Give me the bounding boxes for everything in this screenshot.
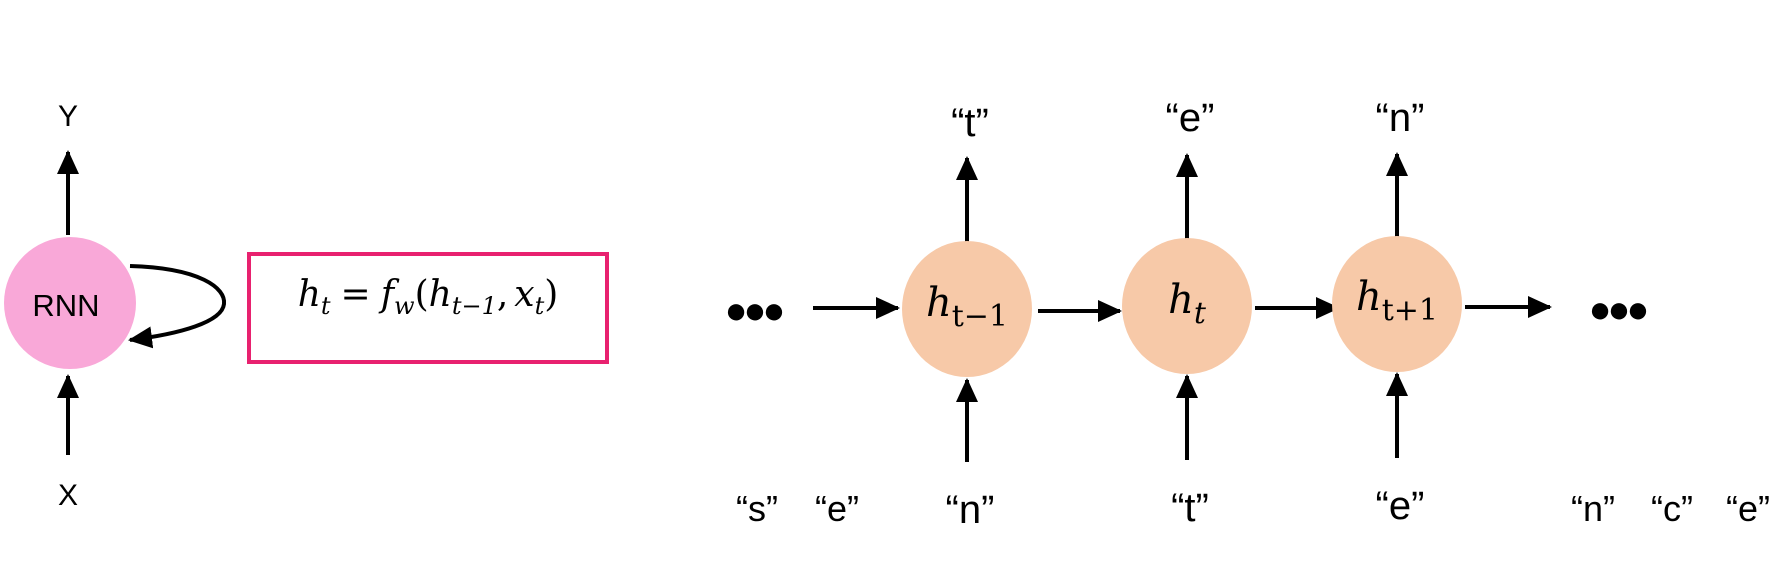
next-input-2: “c” [1651,488,1693,529]
input-label: “n” [946,488,995,532]
output-label: “e” [1166,96,1215,140]
next-input-3: “e” [1726,488,1770,529]
equation-box: ht=fw(ht−1,xt) [247,252,609,364]
output-label-y: Y [58,100,78,133]
hidden-node [902,241,1032,377]
unrolled-rnn: ●●● “t” ht−1 “n” “e” ht “t” “n” ht+1 [725,96,1770,532]
rnn-node-label: RNN [32,288,99,323]
equation: ht=fw(ht−1,xt) [298,274,559,320]
previous-input-1: “s” [736,488,778,529]
previous-input-2: “e” [815,488,859,529]
folded-rnn: Y RNN X [4,100,227,512]
trailing-ellipsis: ●●● [1589,289,1647,331]
input-label: “t” [1171,486,1209,530]
equation-border [247,252,609,364]
input-label-x: X [58,479,78,512]
next-input-1: “n” [1571,488,1615,529]
hidden-state-label: ht−1 [926,280,1008,334]
hidden-node [1122,238,1252,374]
hidden-node-t: “e” ht “t” [1122,96,1252,530]
leading-ellipsis: ●●● [725,290,783,332]
input-label: “e” [1376,484,1425,528]
hidden-node-t-plus-1: “n” ht+1 “e” [1332,96,1462,528]
output-label: “t” [951,101,989,145]
hidden-state-label: ht+1 [1356,274,1438,328]
rnn-node [4,237,136,369]
hidden-node [1332,236,1462,372]
hidden-state-label: ht [1168,277,1207,331]
hidden-node-t-minus-1: “t” ht−1 “n” [902,101,1032,532]
output-label: “n” [1376,96,1425,140]
recurrent-loop-arrow [128,264,227,349]
